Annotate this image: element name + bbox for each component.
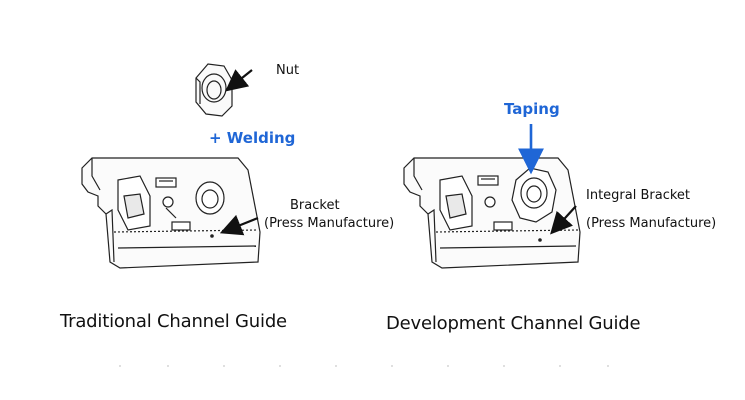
- integral-bracket-label-line2: (Press Manufacture): [586, 216, 717, 231]
- bracket-label-line1: Bracket: [290, 198, 340, 213]
- bracket-arrow-right: [550, 205, 577, 235]
- bracket-arrow-left: [219, 214, 259, 236]
- integral-bracket-part: [403, 157, 581, 269]
- nut-label: Nut: [276, 63, 300, 78]
- bracket-label-line2: (Press Manufacture): [264, 216, 395, 231]
- nut-part: [195, 63, 233, 117]
- development-caption: Development Channel Guide: [386, 313, 641, 334]
- traditional-bracket-part: [81, 157, 261, 269]
- integral-bracket-label-line1: Integral Bracket: [586, 188, 691, 203]
- taping-label: Taping: [504, 100, 560, 118]
- traditional-caption: Traditional Channel Guide: [60, 311, 287, 332]
- bottom-dot-row: [119, 365, 609, 367]
- nut-arrow: [225, 69, 253, 92]
- welding-label: + Welding: [209, 129, 296, 147]
